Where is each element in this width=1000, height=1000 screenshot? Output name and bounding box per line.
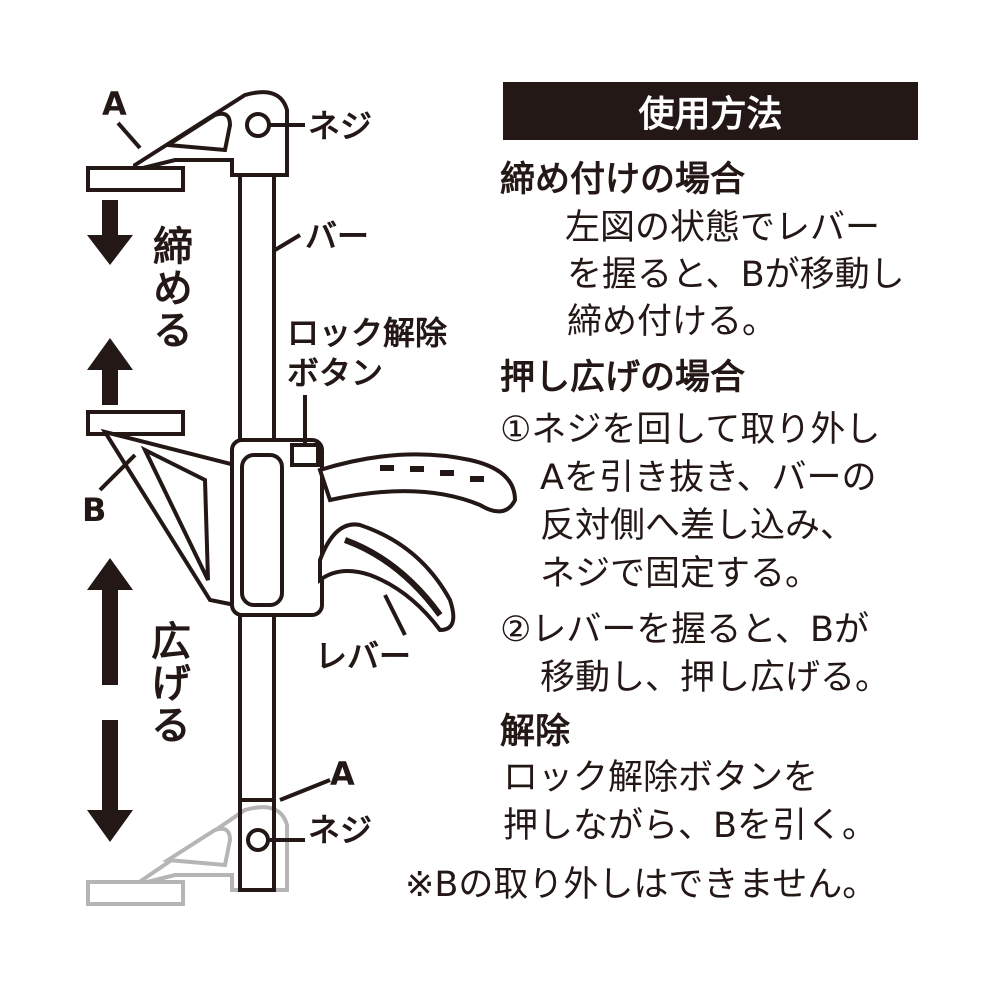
text-line: ネジで固定する。 — [540, 554, 821, 594]
label-bar: バー — [305, 217, 370, 255]
label-lock-release: ロック解除 — [287, 314, 448, 352]
handle — [317, 452, 518, 514]
lock-release-button — [290, 443, 320, 467]
label-a-top: A — [102, 85, 127, 123]
screw-icon — [245, 112, 271, 138]
text-line: 左図の状態でレバー — [565, 208, 881, 248]
label-lever: レバー — [315, 637, 412, 675]
label-screw-top: ネジ — [308, 107, 373, 145]
arrow-down-icon — [87, 200, 133, 265]
text-line: 締め付ける。 — [567, 302, 778, 342]
label-b: B — [82, 491, 107, 529]
text-line: ②レバーを握ると、Bが — [500, 610, 869, 650]
text-line: を握ると、Bが移動し — [567, 255, 905, 295]
label-a-bottom: A — [330, 755, 355, 793]
section-heading-spread: 押し広げの場合 — [500, 358, 746, 398]
text-line: ロック解除ボタンを — [503, 758, 819, 798]
text-line: 反対側へ差し込み、 — [540, 506, 856, 546]
note: ※Bの取り外しはできません。 — [405, 865, 878, 905]
section-heading-release: 解除 — [500, 712, 571, 752]
label-lock-button: ボタン — [287, 354, 384, 392]
text-line: 移動し、押し広げる。 — [540, 658, 891, 698]
arrow-down-icon — [87, 720, 133, 842]
lever — [318, 522, 456, 633]
text-line: ①ネジを回して取り外し — [500, 410, 881, 450]
jaw-a-bottom-ghost — [86, 805, 289, 906]
usage-header: 使用方法 — [503, 82, 918, 140]
label-screw-bottom: ネジ — [308, 811, 373, 849]
text-line: Aを引き抜き、バーの — [540, 458, 877, 498]
label-spread: 広げる — [144, 620, 190, 746]
arrow-up-icon — [87, 338, 133, 405]
section-heading-tighten: 締め付けの場合 — [500, 160, 746, 200]
text-line: 押しながら、Bを引く。 — [503, 806, 878, 846]
label-tighten: 締める — [146, 225, 192, 351]
arrow-up-icon — [87, 558, 133, 685]
